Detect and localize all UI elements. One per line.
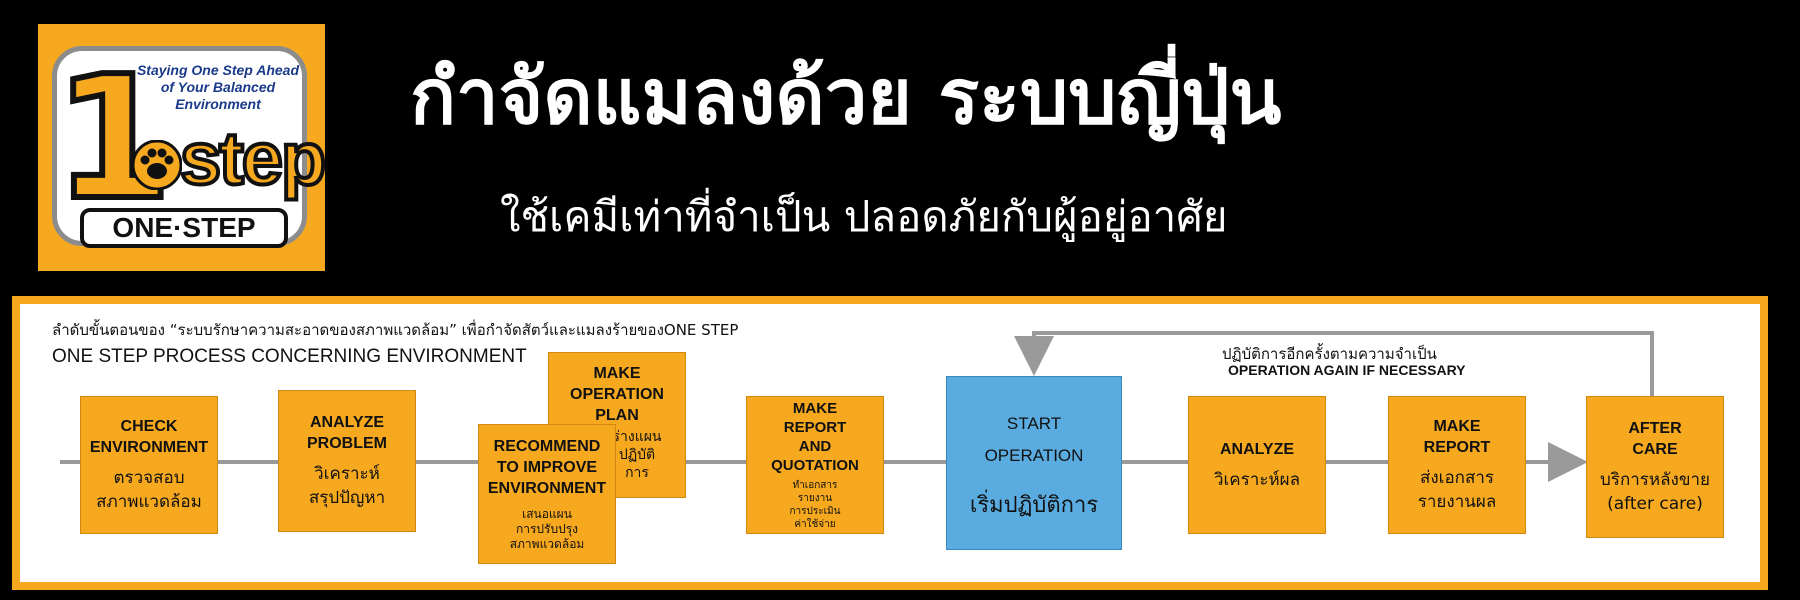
step-label-th: วิเคราะห์ผล — [1213, 469, 1301, 490]
page-title: กำจัดแมลงด้วย ระบบญี่ปุ่น — [410, 52, 1282, 141]
logo-tagline: Staying One Step Ahead of Your Balanced … — [136, 62, 300, 112]
step-label-en: START OPERATION — [984, 414, 1084, 465]
step-label-en: AFTER CARE — [1628, 420, 1682, 458]
page-subtitle: ใช้เคมีเท่าที่จำเป็น ปลอดภัยกับผู้อยู่อา… — [500, 192, 1228, 241]
step-label-th: ทำเอกสาร รายงาน การประเมิน ค่าใช้จ่าย — [789, 480, 841, 530]
logo-word: step — [178, 117, 328, 200]
one-step-logo: 1 Staying One Step Ahead of Your Balance… — [38, 24, 328, 271]
step-analyze-problem: ANALYZE PROBLEM วิเคราะห์ สรุปปัญหา — [278, 390, 416, 532]
step-label-th: ร่างแผน ปฏิบัติ การ — [612, 429, 662, 481]
step-make-report: MAKE REPORT ส่งเอกสาร รายงานผล — [1388, 396, 1526, 534]
step-recommend-improve: RECOMMEND TO IMPROVE ENVIRONMENT เสนอแผน… — [478, 424, 616, 564]
step-label-th: เสนอแผน การปรับปรุง สภาพแวดล้อม — [509, 507, 585, 551]
step-label-th: วิเคราะห์ สรุปปัญหา — [308, 464, 386, 508]
step-label-en: CHECK ENVIRONMENT — [89, 418, 209, 456]
process-heading-english: ONE STEP PROCESS CONCERNING ENVIRONMENT — [52, 346, 527, 367]
loop-label-english: OPERATION AGAIN IF NECESSARY — [1228, 362, 1466, 378]
process-heading-thai: ลำดับขั้นตอนของ “ระบบรักษาความสะอาดของสภ… — [52, 321, 739, 339]
step-label-th: ส่งเอกสาร รายงานผล — [1417, 468, 1497, 512]
step-label-en: MAKE REPORT AND QUOTATION — [771, 400, 859, 474]
logo-numeral: 1 — [51, 40, 175, 238]
step-label-th: ตรวจสอบ สภาพแวดล้อม — [96, 468, 202, 512]
step-label-en: ANALYZE PROBLEM — [307, 414, 387, 452]
logo-name: ONE·STEP — [80, 208, 288, 248]
step-label-en: MAKE OPERATION PLAN — [570, 365, 664, 424]
step-label-en: ANALYZE — [1219, 440, 1295, 458]
step-label-en: RECOMMEND TO IMPROVE ENVIRONMENT — [487, 438, 607, 497]
step-report-quotation: MAKE REPORT AND QUOTATION ทำเอกสาร รายงา… — [746, 396, 884, 534]
loop-label-thai: ปฏิบัติการอีกครั้งตามความจำเป็น — [1222, 345, 1437, 363]
step-check-environment: CHECK ENVIRONMENT ตรวจสอบ สภาพแวดล้อม — [80, 396, 218, 534]
loop-back-arrow — [1014, 331, 1654, 396]
step-label-en: MAKE REPORT — [1423, 418, 1491, 456]
step-label-th: เริ่มปฏิบัติการ — [969, 493, 1099, 518]
step-start-operation: START OPERATION เริ่มปฏิบัติการ — [946, 376, 1122, 550]
step-analyze-result: ANALYZE วิเคราะห์ผล — [1188, 396, 1326, 534]
step-label-th: บริการหลังขาย (after care) — [1600, 470, 1710, 514]
paw-icon — [132, 140, 182, 190]
step-after-care: AFTER CARE บริการหลังขาย (after care) — [1586, 396, 1724, 538]
